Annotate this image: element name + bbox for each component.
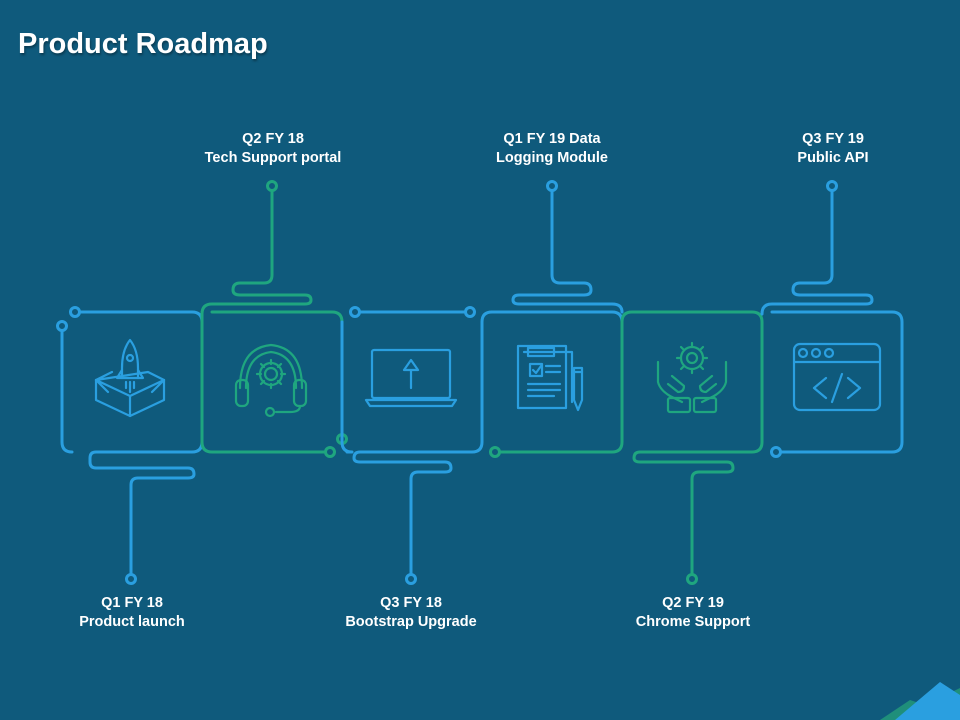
milestone-quarter: Q2 FY 19 (662, 595, 724, 611)
milestone-quarter: Q1 FY 18 (101, 595, 163, 611)
milestone-quarter: Q1 FY 19 Data (503, 131, 601, 147)
laptop-upload-icon (364, 348, 458, 408)
document-checklist-icon (516, 344, 584, 412)
box-frame-2 (200, 180, 348, 458)
milestone-label-q1-fy18: Q1 FY 18 Product launch (32, 594, 232, 632)
milestone-title: Tech Support portal (204, 150, 342, 166)
milestone-title: Chrome Support (635, 614, 751, 630)
milestone-title: Public API (797, 150, 869, 166)
rocket-box-icon (94, 338, 166, 418)
hands-gear-icon (656, 341, 728, 414)
milestone-title: Logging Module (496, 150, 608, 166)
box-frame-5 (489, 310, 764, 585)
milestone-title: Product launch (79, 614, 185, 630)
box-frame-3 (340, 306, 484, 585)
headset-gear-icon (234, 343, 308, 418)
milestone-label-q3-fy18: Q3 FY 18 Bootstrap Upgrade (311, 594, 511, 632)
box-frame-6 (760, 180, 904, 458)
milestone-quarter: Q2 FY 18 (242, 131, 304, 147)
box-frame-4 (480, 180, 624, 327)
page-title: Product Roadmap (18, 28, 268, 60)
code-window-icon (792, 342, 882, 412)
milestone-quarter: Q3 FY 19 (802, 131, 864, 147)
milestone-label-q2-fy18: Q2 FY 18 Tech Support portal (173, 130, 373, 168)
milestone-label-q1-fy19: Q1 FY 19 Data Logging Module (452, 130, 652, 168)
milestone-label-q3-fy19: Q3 FY 19 Public API (733, 130, 933, 168)
milestone-label-q2-fy19: Q2 FY 19 Chrome Support (593, 594, 793, 632)
corner-mountain-light (895, 682, 960, 720)
milestone-quarter: Q3 FY 18 (380, 595, 442, 611)
milestone-title: Bootstrap Upgrade (345, 614, 477, 630)
box-frame-1 (56, 306, 204, 585)
